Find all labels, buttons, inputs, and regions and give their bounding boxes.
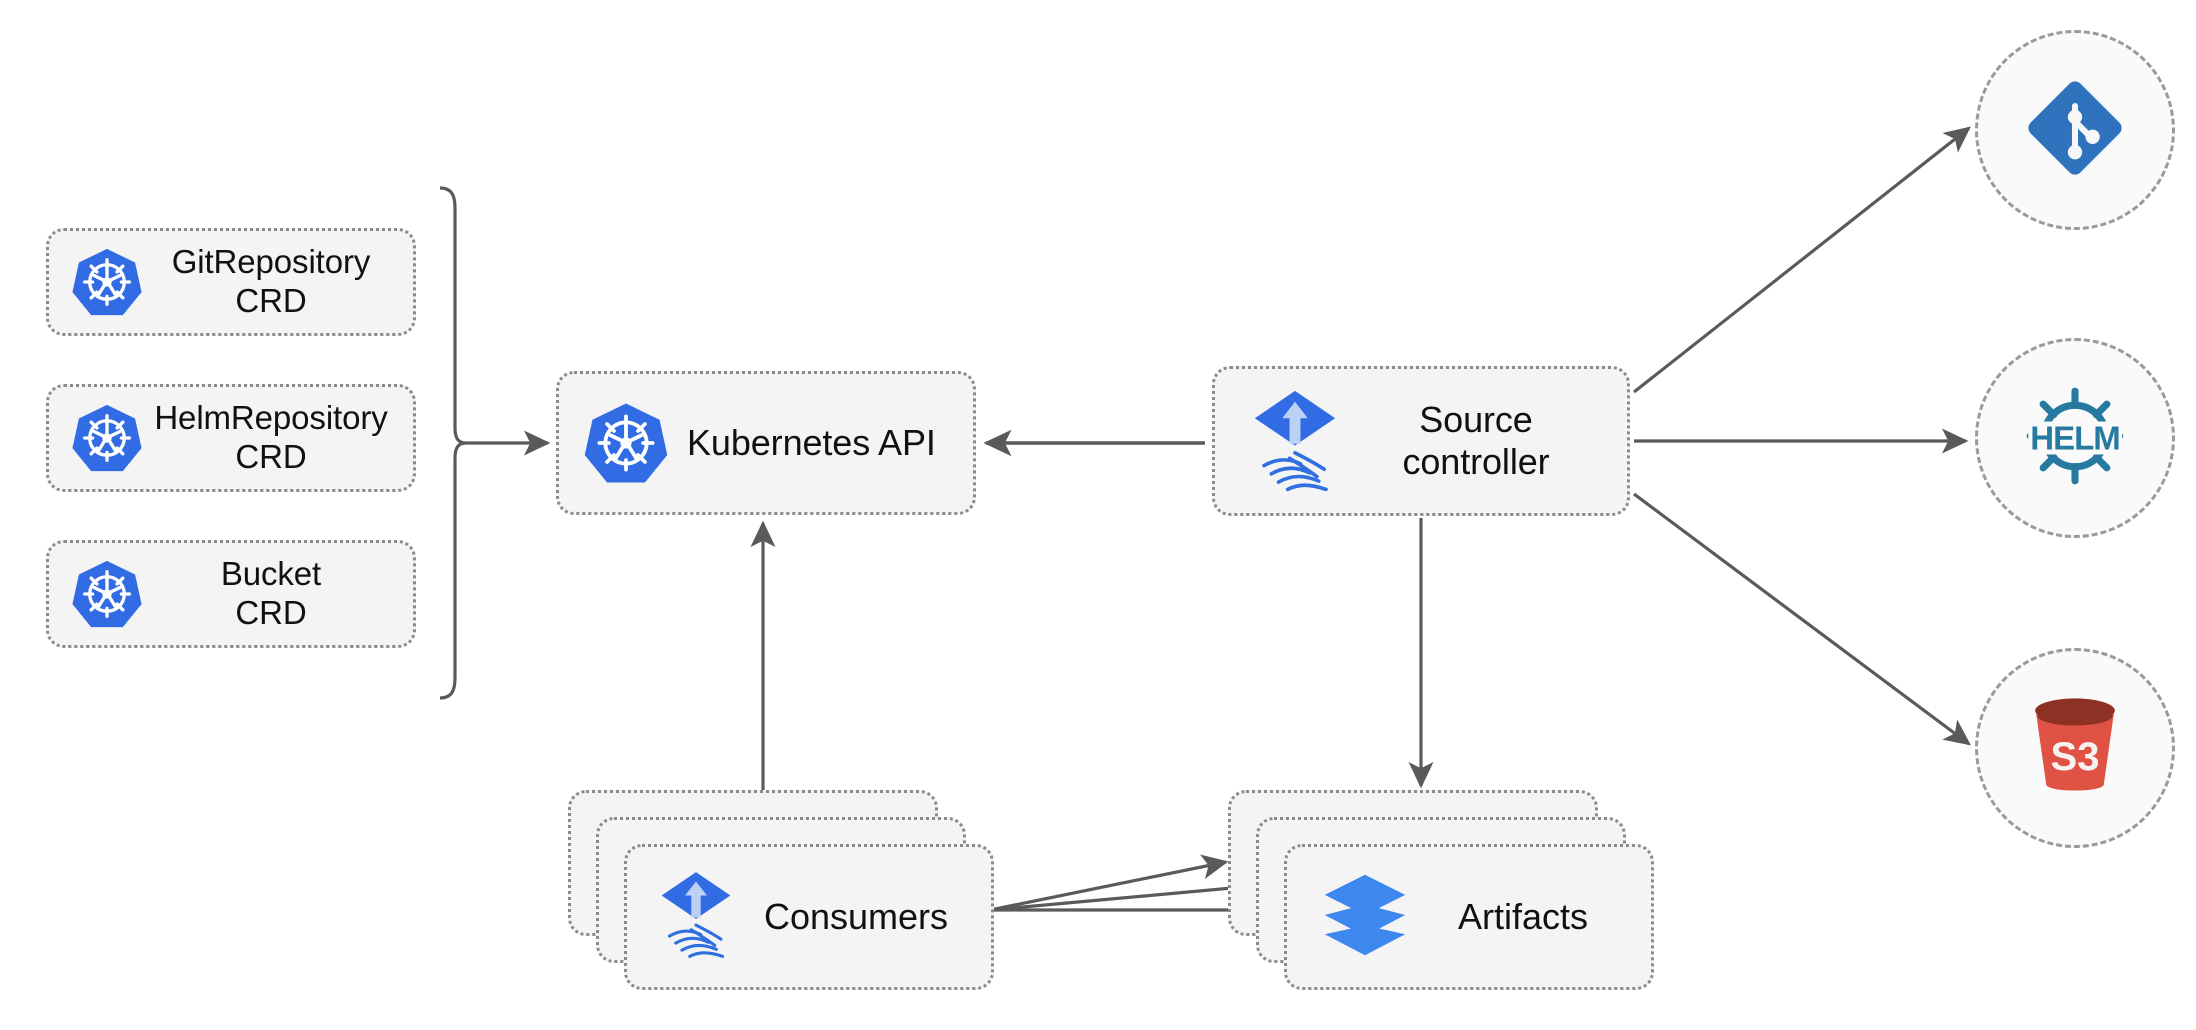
kubernetes-icon <box>71 402 143 474</box>
crd-label: Bucket CRD <box>220 555 322 631</box>
node-label: Artifacts <box>1457 896 1589 937</box>
edge-source-to-git <box>1633 126 1971 394</box>
helm-icon: HELM <box>2016 377 2134 500</box>
crd-box-bucket[interactable]: Bucket CRD <box>46 540 416 648</box>
node-consumers-stack[interactable]: Consumers <box>568 790 994 990</box>
edge-consumers-to-artifacts-2 <box>989 875 1257 912</box>
edge-consumers-to-artifacts-1 <box>989 854 1229 912</box>
edge-source-to-s3 <box>1633 492 1971 746</box>
node-source-controller[interactable]: Source controller <box>1212 366 1630 516</box>
git-icon <box>2020 73 2130 188</box>
artifacts-card-front[interactable]: Artifacts <box>1284 844 1654 990</box>
crd-box-helmrepository[interactable]: HelmRepository CRD <box>46 384 416 492</box>
flux-icon <box>657 870 735 965</box>
node-label: Consumers <box>763 896 949 937</box>
s3-bucket-icon: S3 <box>2019 694 2131 803</box>
node-kubernetes-api[interactable]: Kubernetes API <box>556 371 976 515</box>
layers-icon <box>1321 873 1409 962</box>
kubernetes-icon <box>583 400 669 486</box>
target-circle-git[interactable] <box>1975 30 2175 230</box>
crd-box-gitrepository[interactable]: GitRepository CRD <box>46 228 416 336</box>
helm-wordmark: HELM <box>2028 419 2122 457</box>
node-label: Source controller <box>1402 398 1550 482</box>
kubernetes-icon <box>71 558 143 630</box>
consumers-card-front[interactable]: Consumers <box>624 844 994 990</box>
s3-wordmark: S3 <box>2050 734 2100 779</box>
node-label: Kubernetes API <box>687 421 936 463</box>
crd-label: GitRepository CRD <box>171 243 371 319</box>
crd-label: HelmRepository CRD <box>154 399 388 475</box>
kubernetes-icon <box>71 246 143 318</box>
crd-group-brace <box>439 186 467 700</box>
node-artifacts-stack[interactable]: Artifacts <box>1228 790 1654 990</box>
flux-icon <box>1249 389 1341 493</box>
target-circle-helm[interactable]: HELM <box>1975 338 2175 538</box>
target-circle-s3[interactable]: S3 <box>1975 648 2175 848</box>
